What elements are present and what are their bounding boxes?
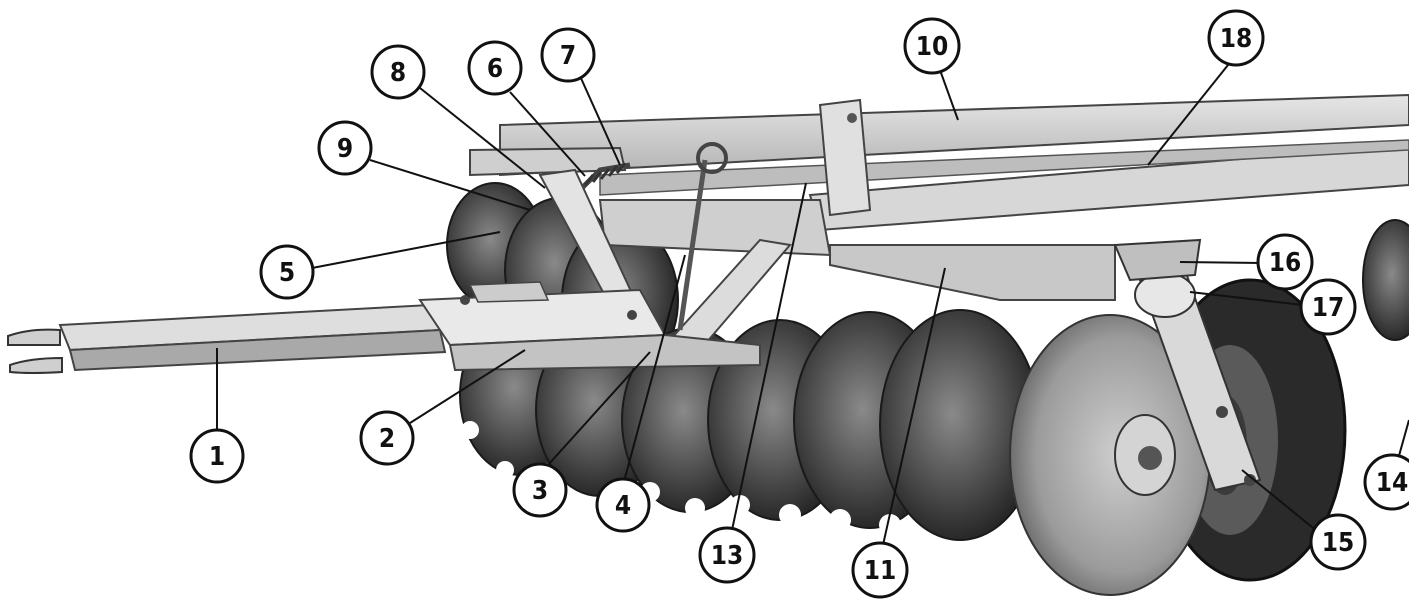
leader-lines xyxy=(216,64,1409,546)
leader-line xyxy=(1189,291,1304,306)
svg-text:4: 4 xyxy=(615,491,631,521)
svg-text:11: 11 xyxy=(864,556,897,586)
callout-1: 1 xyxy=(189,428,245,484)
callout-2: 2 xyxy=(359,410,415,466)
leader-line xyxy=(579,75,621,166)
leader-line xyxy=(1179,261,1263,264)
callout-8: 8 xyxy=(370,44,426,100)
leader-line xyxy=(1241,469,1319,533)
leader-line xyxy=(311,231,501,269)
callout-7: 7 xyxy=(540,27,596,83)
svg-text:3: 3 xyxy=(532,476,548,506)
svg-text:7: 7 xyxy=(560,41,576,71)
callout-6: 6 xyxy=(467,40,523,96)
callout-10: 10 xyxy=(903,17,961,75)
wheel-arm xyxy=(1113,238,1262,492)
leader-line xyxy=(1147,64,1229,166)
hitch-spring-assembly xyxy=(469,142,728,331)
leader-line xyxy=(624,254,686,479)
callout-13: 13 xyxy=(698,526,756,584)
drawbar xyxy=(7,281,761,374)
callout-18: 18 xyxy=(1207,9,1265,67)
callouts: 1 2 3 4 5 6 7 8 9 10 11 13 14 15 16 17 1… xyxy=(189,9,1409,599)
front-end-disk xyxy=(1009,314,1211,596)
callout-14: 14 xyxy=(1363,453,1409,511)
svg-text:5: 5 xyxy=(279,258,295,288)
svg-text:6: 6 xyxy=(487,54,503,84)
svg-text:2: 2 xyxy=(379,424,395,454)
svg-text:13: 13 xyxy=(711,541,744,571)
callout-5: 5 xyxy=(259,244,315,300)
svg-text:18: 18 xyxy=(1220,24,1253,54)
leader-line xyxy=(731,182,807,531)
svg-text:10: 10 xyxy=(916,32,949,62)
harrow-illustration xyxy=(7,93,1409,596)
svg-text:16: 16 xyxy=(1269,248,1302,278)
callout-9: 9 xyxy=(317,120,373,176)
callout-11: 11 xyxy=(851,541,909,599)
callout-16: 16 xyxy=(1256,233,1314,291)
leader-line xyxy=(369,159,531,211)
svg-text:15: 15 xyxy=(1322,528,1355,558)
leader-line xyxy=(547,351,651,466)
leader-line xyxy=(882,267,946,546)
svg-text:8: 8 xyxy=(390,58,406,88)
leader-line xyxy=(419,87,546,189)
svg-text:1: 1 xyxy=(209,442,225,472)
svg-text:14: 14 xyxy=(1376,468,1409,498)
svg-text:17: 17 xyxy=(1312,293,1345,323)
callout-4: 4 xyxy=(595,477,651,533)
callout-15: 15 xyxy=(1309,513,1367,571)
leader-line xyxy=(409,349,526,424)
callout-17: 17 xyxy=(1299,278,1357,336)
svg-text:9: 9 xyxy=(337,134,353,164)
callout-3: 3 xyxy=(512,462,568,518)
leader-line xyxy=(939,69,959,121)
leader-line xyxy=(509,91,586,177)
